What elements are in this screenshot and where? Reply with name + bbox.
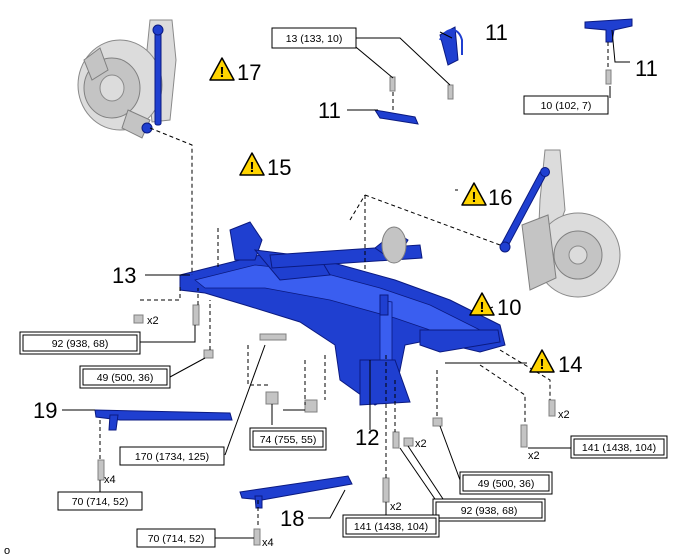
bolt-upper-mid xyxy=(379,294,389,316)
front-suspension-crossmember xyxy=(179,221,506,406)
right-knuckle-assembly xyxy=(521,149,621,298)
bolt-13-b xyxy=(447,84,454,100)
torque-box-141-bottom: 141 (1438, 104) xyxy=(342,514,440,538)
bracket-11-small xyxy=(373,109,419,125)
warning-triangle-icon-16: ! xyxy=(461,182,487,206)
bolt-13-a xyxy=(389,76,396,92)
svg-text:!: ! xyxy=(480,299,485,316)
callout-11-left: 11 xyxy=(318,98,341,123)
torque-box-70-upper: 70 (714, 52) xyxy=(57,491,143,511)
nut-left-a xyxy=(133,314,144,324)
torque-box-70-lower: 70 (714, 52) xyxy=(136,528,216,548)
svg-text:141 (1438, 104): 141 (1438, 104) xyxy=(354,521,428,533)
svg-text:70 (714, 52): 70 (714, 52) xyxy=(72,496,129,508)
svg-text:!: ! xyxy=(540,356,545,373)
svg-text:!: ! xyxy=(250,159,255,176)
torque-box-74: 74 (755, 55) xyxy=(249,427,327,451)
figure-code: o xyxy=(4,545,10,557)
warning-triangle-icon-14: ! xyxy=(529,349,555,373)
warning-triangle-icon-15: ! xyxy=(239,152,265,176)
svg-text:92 (938, 68): 92 (938, 68) xyxy=(52,338,109,350)
bolt-70-upper xyxy=(97,459,105,481)
torque-box-92-right: 92 (938, 68) xyxy=(432,498,546,522)
leader-lines xyxy=(62,29,630,539)
fasteners xyxy=(97,69,612,546)
callout-14: 14 xyxy=(558,352,582,377)
stabilizer-link-left xyxy=(141,24,164,134)
bolt-141-right-a xyxy=(548,399,556,417)
brace-18 xyxy=(239,475,353,509)
qty-x2-right-a: x2 xyxy=(558,409,570,421)
left-knuckle-assembly xyxy=(77,19,177,139)
svg-text:!: ! xyxy=(472,189,477,206)
torque-box-13-133: 13 (133, 10) xyxy=(271,27,357,49)
qty-x2-bottom: x2 xyxy=(390,501,402,513)
callout-12: 12 xyxy=(355,425,379,450)
warning-triangle-icon-17: ! xyxy=(209,57,235,81)
nut-74-a xyxy=(265,391,279,405)
svg-text:49 (500, 36): 49 (500, 36) xyxy=(478,478,535,490)
bolt-70-lower xyxy=(253,528,261,546)
callout-16: 16 xyxy=(488,185,512,210)
svg-text:170 (1734, 125): 170 (1734, 125) xyxy=(135,451,209,463)
bracket-11-right xyxy=(584,18,633,43)
nut-49-left xyxy=(203,349,214,359)
bolt-170 xyxy=(259,333,287,341)
bolt-10 xyxy=(605,69,612,85)
qty-x2-right-b: x2 xyxy=(528,450,540,462)
svg-text:10 (102, 7): 10 (102, 7) xyxy=(541,100,592,112)
callout-10: 10 xyxy=(497,295,521,320)
qty-x4-lower: x4 xyxy=(262,537,274,549)
nut-74-b xyxy=(304,399,318,413)
svg-text:141 (1438, 104): 141 (1438, 104) xyxy=(582,442,656,454)
stabilizer-link-right xyxy=(499,167,550,253)
bolt-92-left xyxy=(192,304,200,326)
brace-19 xyxy=(94,409,233,431)
warning-triangle-icon-10: ! xyxy=(469,292,495,316)
torque-box-49-right: 49 (500, 36) xyxy=(459,471,553,495)
callout-17: 17 xyxy=(237,60,261,85)
nut-49-right xyxy=(432,417,443,427)
callout-15: 15 xyxy=(267,155,291,180)
bolt-141-right-b xyxy=(520,424,528,448)
torque-box-170: 170 (1734, 125) xyxy=(119,446,225,466)
callout-11-right: 11 xyxy=(635,56,658,81)
qty-x4-upper: x4 xyxy=(104,474,116,486)
bracket-11-wire xyxy=(439,26,463,66)
svg-text:74 (755, 55): 74 (755, 55) xyxy=(260,434,317,446)
svg-text:70 (714, 52): 70 (714, 52) xyxy=(148,533,205,545)
torque-box-92-left: 92 (938, 68) xyxy=(19,331,141,355)
callout-11-top: 11 xyxy=(485,20,508,45)
callout-19: 19 xyxy=(33,398,57,423)
bolt-141-bottom xyxy=(382,477,390,503)
svg-text:13 (133, 10): 13 (133, 10) xyxy=(286,33,343,45)
svg-text:!: ! xyxy=(220,64,225,81)
dashed-guides xyxy=(99,42,609,528)
nut-right-a xyxy=(403,437,414,447)
callout-18: 18 xyxy=(280,506,304,531)
torque-box-10-102: 10 (102, 7) xyxy=(523,95,609,115)
callout-13: 13 xyxy=(112,263,136,288)
svg-text:49 (500, 36): 49 (500, 36) xyxy=(97,372,154,384)
torque-box-49-left: 49 (500, 36) xyxy=(79,365,171,389)
svg-text:92 (938, 68): 92 (938, 68) xyxy=(461,505,518,517)
qty-x2-mid: x2 xyxy=(415,438,427,450)
qty-x2-left: x2 xyxy=(147,315,159,327)
torque-box-141-right: 141 (1438, 104) xyxy=(570,435,668,459)
bolt-92-right xyxy=(392,431,400,449)
